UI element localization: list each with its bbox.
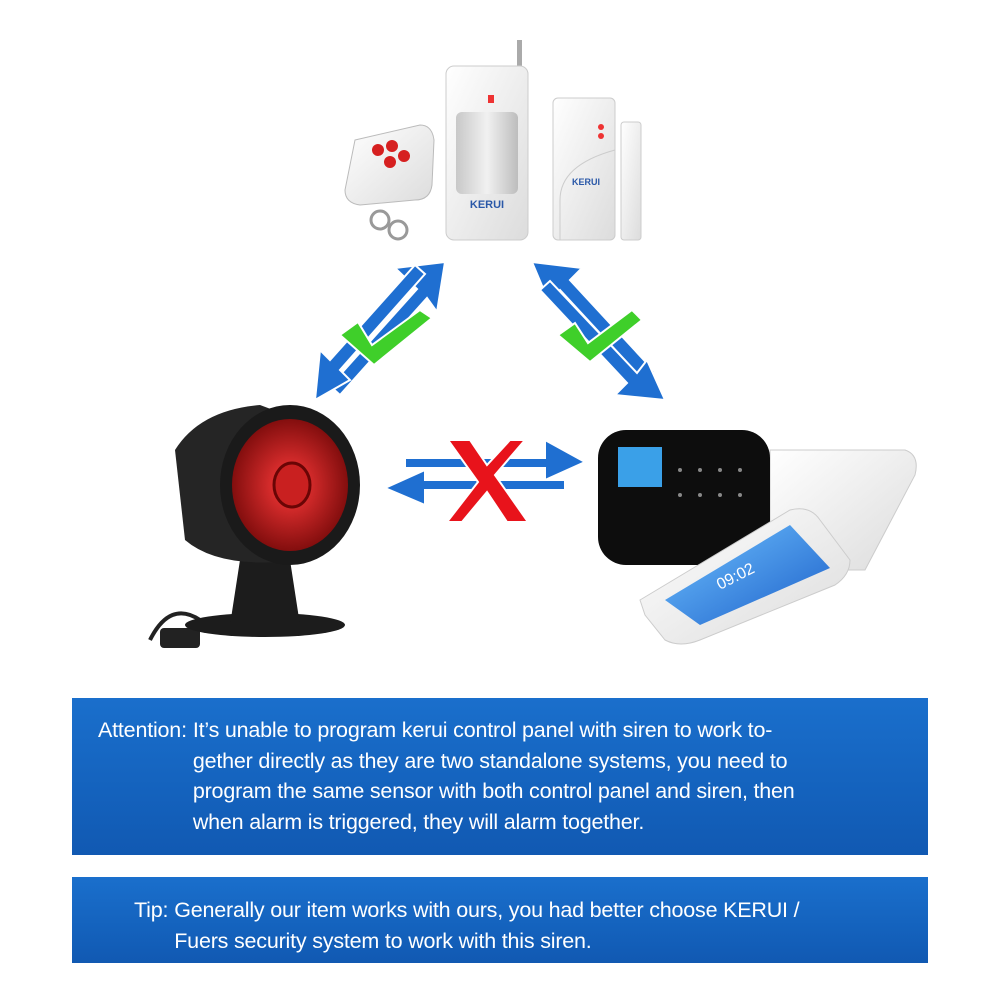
tip-label: Tip: xyxy=(134,898,169,922)
attention-line: gether directly as they are two standalo… xyxy=(192,748,788,773)
arrow-sensors-to-panel xyxy=(530,260,667,402)
tip-line: Generally our item works with ours, you … xyxy=(174,898,800,922)
siren xyxy=(148,405,360,648)
cross-icon xyxy=(444,439,530,523)
check-icon xyxy=(338,308,434,367)
arrow-sensors-to-siren xyxy=(313,260,447,402)
tip-line: Fuers security system to work with this … xyxy=(174,928,592,953)
kerui-logo: KERUI xyxy=(470,199,504,211)
attention-line: It’s unable to program kerui control pan… xyxy=(192,718,773,742)
tip-banner: Tip: Generally our item works with ours,… xyxy=(72,877,928,963)
attention-label: Attention: xyxy=(98,718,187,742)
control-panels: 09:02 xyxy=(598,430,917,645)
attention-line: program the same sensor with both contro… xyxy=(192,779,795,803)
attention-line: when alarm is triggered, they will alarm… xyxy=(192,809,645,834)
remote-key-fob xyxy=(344,124,435,241)
kerui-logo-small: KERUI xyxy=(572,177,600,187)
pir-motion-sensor: KERUI xyxy=(445,40,529,241)
attention-banner: Attention: It’s unable to program kerui … xyxy=(72,698,928,855)
product-illustration: KERUI KERUI xyxy=(148,40,917,648)
check-icon xyxy=(556,308,644,364)
door-sensor: KERUI xyxy=(552,97,642,241)
